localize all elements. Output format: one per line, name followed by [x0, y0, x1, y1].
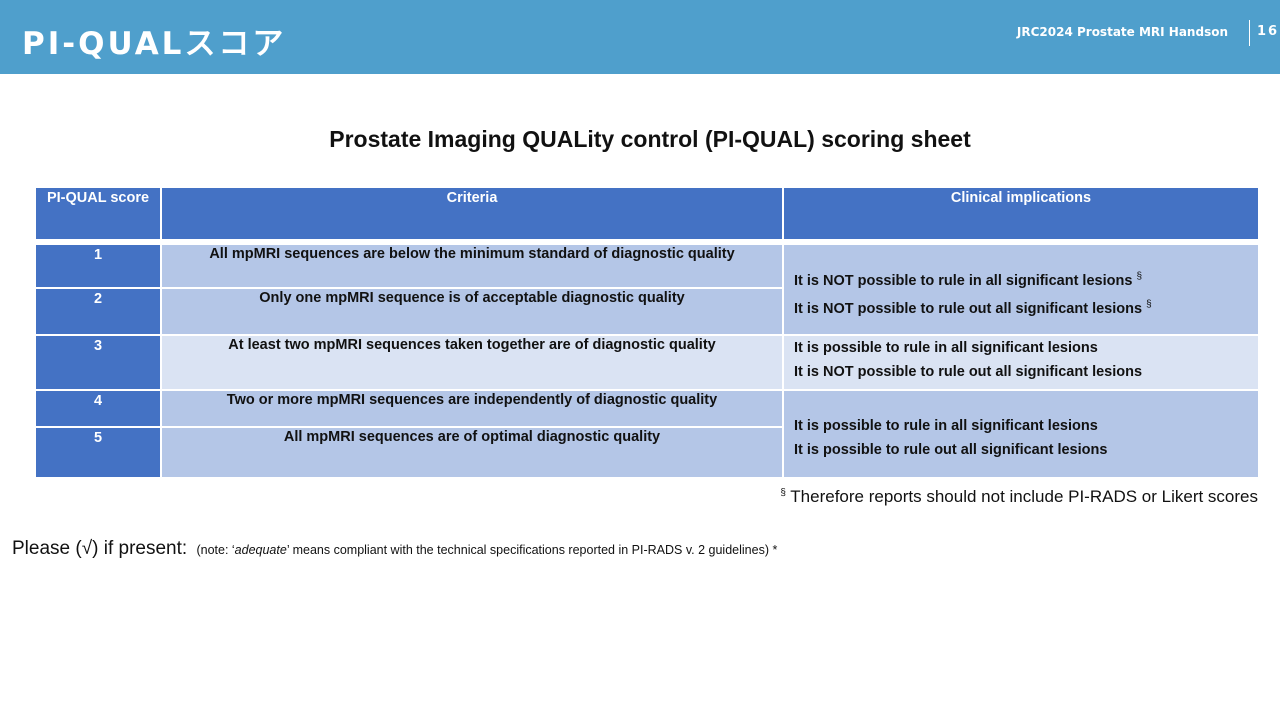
- column-header-criteria: Criteria: [162, 188, 782, 239]
- score-cell: 1: [36, 245, 160, 287]
- score-cell: 2: [36, 289, 160, 334]
- implication-line: It is possible to rule in all significan…: [794, 340, 1098, 356]
- implication-line: It is NOT possible to rule out all signi…: [794, 300, 1143, 317]
- title-bar: PI-QUALスコア JRC2024 Prostate MRI Handson …: [0, 0, 1280, 74]
- criteria-cell: Two or more mpMRI sequences are independ…: [162, 391, 782, 426]
- header-divider: [1249, 20, 1250, 46]
- instruction: Please (√) if present: (note: ‘adequate’…: [12, 538, 777, 560]
- instruction-main: Please (√) if present:: [12, 538, 188, 559]
- implication-line: It is NOT possible to rule in all signif…: [794, 272, 1133, 289]
- page-number: 16: [1257, 24, 1280, 39]
- section-mark: §: [1146, 298, 1152, 310]
- implication-line: It is NOT possible to rule out all signi…: [794, 364, 1143, 380]
- instruction-note: (note: ‘adequate’ means compliant with t…: [196, 543, 777, 557]
- section-mark: §: [780, 487, 786, 499]
- footnote: § Therefore reports should not include P…: [780, 487, 1258, 507]
- score-cell: 5: [36, 428, 160, 477]
- note-prefix: (note: ‘: [196, 543, 235, 557]
- score-cell: 4: [36, 391, 160, 426]
- criteria-cell: All mpMRI sequences are of optimal diagn…: [162, 428, 782, 477]
- score-cell: 3: [36, 336, 160, 389]
- implications-cell: It is NOT possible to rule in all signif…: [784, 245, 1258, 334]
- implications-cell: It is possible to rule in all significan…: [784, 391, 1258, 477]
- implications-cell: It is possible to rule in all significan…: [784, 336, 1258, 389]
- section-mark: §: [1136, 271, 1142, 282]
- presentation-name: JRC2024 Prostate MRI Handson: [1016, 25, 1228, 39]
- criteria-cell: At least two mpMRI sequences taken toget…: [162, 336, 782, 389]
- note-italic: adequate: [234, 543, 287, 557]
- slide-title: PI-QUALスコア: [22, 26, 287, 62]
- note-suffix: ’ means compliant with the technical spe…: [286, 543, 778, 557]
- column-header-score: PI-QUAL score: [36, 188, 160, 239]
- implication-line: It is possible to rule out all significa…: [794, 442, 1108, 458]
- column-header-implications: Clinical implications: [784, 188, 1258, 239]
- criteria-cell: All mpMRI sequences are below the minimu…: [162, 245, 782, 287]
- sheet-title: Prostate Imaging QUALity control (PI-QUA…: [329, 126, 971, 152]
- footnote-text: Therefore reports should not include PI-…: [785, 487, 1258, 506]
- implication-line: It is possible to rule in all significan…: [794, 418, 1098, 434]
- criteria-cell: Only one mpMRI sequence is of acceptable…: [162, 289, 782, 334]
